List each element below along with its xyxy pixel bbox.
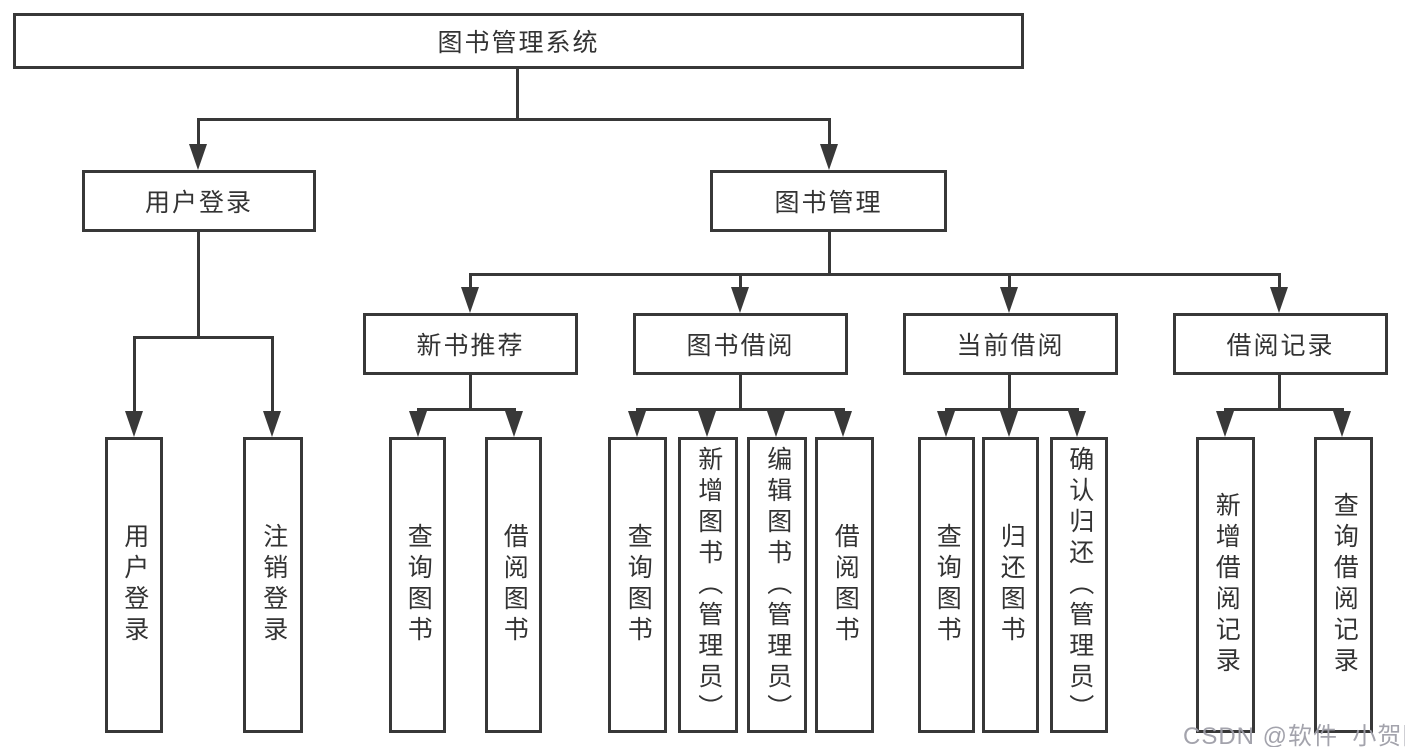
leaf-cb-query-books-label: 查询图书 [933,523,962,647]
connector-user-login-stem [197,232,200,336]
arrowhead-bb-edit [767,411,785,437]
leaf-br-query-record: 查询借阅记录 [1314,437,1373,733]
arrowhead-bb-borrow [834,411,852,437]
leaf-nb-query-books-label: 查询图书 [404,523,433,647]
arrowhead-br-query [1333,411,1351,437]
leaf-bb-edit-books-admin: 编辑图书（管理员） [747,437,807,733]
leaf-br-add-record-label: 新增借阅记录 [1212,492,1241,678]
arrowhead-cb-confirm [1068,411,1086,437]
node-book-borrow-label: 图书借阅 [686,332,795,360]
leaf-bb-borrow-books: 借阅图书 [815,437,874,733]
arrowhead-br-add [1216,411,1234,437]
arrowhead-cb-return [1000,411,1018,437]
leaf-cb-return-books-label: 归还图书 [997,523,1026,647]
connector-book-mgmt-bus [469,273,1281,276]
connector-drop-borrow-records [1278,273,1281,289]
connector-current-borrow-bus [945,408,1079,411]
arrowhead-book-borrow [731,287,749,313]
connector-drop-book-mgmt [828,118,831,146]
leaf-nb-borrow-books: 借阅图书 [485,437,542,733]
connector-drop-user-login [197,118,200,146]
node-borrow-records-label: 借阅记录 [1226,332,1335,360]
leaf-user-login-label: 用户登录 [120,523,149,647]
arrowhead-user-login [189,144,207,170]
arrowhead-bb-add [698,411,716,437]
node-root: 图书管理系统 [13,13,1024,69]
node-book-mgmt: 图书管理 [710,170,947,232]
connector-current-borrow-stem [1008,375,1011,408]
connector-root-stem [516,69,519,118]
connector-drop-leaf-user-login [133,336,136,413]
leaf-nb-borrow-books-label: 借阅图书 [500,523,529,647]
connector-drop-new-books [469,273,472,289]
connector-drop-current-borrow [1008,273,1011,289]
leaf-bb-add-books-admin-label: 新增图书（管理员） [694,445,723,725]
arrowhead-borrow-records [1270,287,1288,313]
connector-root-bus [197,118,831,121]
connector-drop-leaf-logout [271,336,274,413]
leaf-cb-query-books: 查询图书 [918,437,975,733]
leaf-user-login: 用户登录 [105,437,163,733]
leaf-br-query-record-label: 查询借阅记录 [1330,492,1359,678]
node-new-books-label: 新书推荐 [416,332,525,360]
leaf-logout-label: 注销登录 [259,523,288,647]
node-new-books: 新书推荐 [363,313,578,375]
leaf-cb-confirm-return-admin: 确认归还（管理员） [1050,437,1108,733]
node-root-label: 图书管理系统 [437,29,600,57]
connector-drop-book-borrow [739,273,742,289]
connector-borrow-records-stem [1278,375,1281,408]
connector-new-books-bus [417,408,516,411]
leaf-cb-return-books: 归还图书 [982,437,1039,733]
node-user-login-label: 用户登录 [144,189,253,217]
connector-new-books-stem [469,375,472,408]
arrowhead-nb-query [409,411,427,437]
arrowhead-leaf-logout [263,411,281,437]
node-book-mgmt-label: 图书管理 [774,189,883,217]
node-borrow-records: 借阅记录 [1173,313,1388,375]
connector-book-borrow-stem [739,375,742,408]
arrowhead-nb-borrow [505,411,523,437]
node-user-login: 用户登录 [82,170,316,232]
connector-book-borrow-bus [636,408,845,411]
connector-book-mgmt-stem [828,232,831,273]
node-current-borrow-label: 当前借阅 [956,332,1065,360]
leaf-cb-confirm-return-admin-label: 确认归还（管理员） [1065,445,1094,725]
csdn-watermark: CSDN @软件_小贺同学 [1183,723,1405,747]
leaf-nb-query-books: 查询图书 [389,437,446,733]
arrowhead-book-mgmt [820,144,838,170]
arrowhead-new-books [461,287,479,313]
connector-borrow-records-bus [1224,408,1343,411]
leaf-bb-query-books-label: 查询图书 [624,523,653,647]
leaf-bb-query-books: 查询图书 [608,437,667,733]
leaf-bb-edit-books-admin-label: 编辑图书（管理员） [763,445,792,725]
arrowhead-current-borrow [1000,287,1018,313]
leaf-bb-add-books-admin: 新增图书（管理员） [678,437,738,733]
arrowhead-leaf-user-login [125,411,143,437]
leaf-br-add-record: 新增借阅记录 [1196,437,1255,733]
arrowhead-bb-query [628,411,646,437]
connector-user-login-bus [133,336,274,339]
leaf-logout: 注销登录 [243,437,303,733]
leaf-bb-borrow-books-label: 借阅图书 [831,523,860,647]
node-current-borrow: 当前借阅 [903,313,1118,375]
arrowhead-cb-query [937,411,955,437]
node-book-borrow: 图书借阅 [633,313,848,375]
